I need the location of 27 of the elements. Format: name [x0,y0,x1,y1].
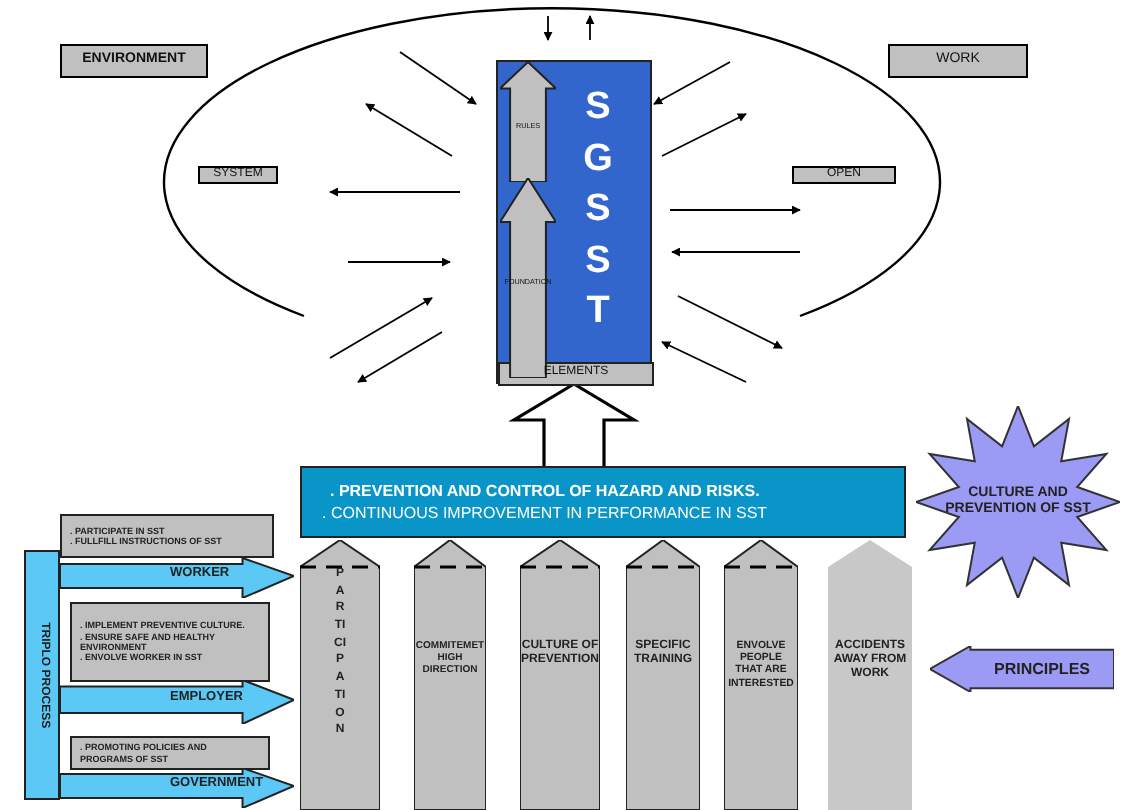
pointer-tab [60,558,294,598]
pointer-tab [930,646,1114,692]
system-panel [496,60,652,384]
label-text: . CONTINUOUS IMPROVEMENT IN PERFORMANCE IN SST [322,502,768,525]
pointer-tab [60,768,294,808]
pillar [300,540,380,810]
side-bar [24,550,60,800]
starburst [916,406,1120,598]
pillar [626,540,700,810]
note-box [60,514,274,558]
label-text: PRINCIPLES [993,659,1090,679]
pillar [414,540,486,810]
note-box [70,602,270,682]
note-box [70,736,270,770]
pillar [828,540,912,810]
block-arrow [508,382,640,468]
column-shape [500,62,556,182]
pillar [724,540,798,810]
label-box [888,44,1028,78]
label-text: SGSST [582,83,614,337]
label-text: . PREVENTION AND CONTROL OF HAZARD AND RISKS. [330,479,760,502]
banner-box [300,466,906,538]
pointer-tab [60,680,294,724]
pillar [520,540,600,810]
label-box [60,44,208,78]
label-box [198,166,278,184]
label-box [792,166,896,184]
